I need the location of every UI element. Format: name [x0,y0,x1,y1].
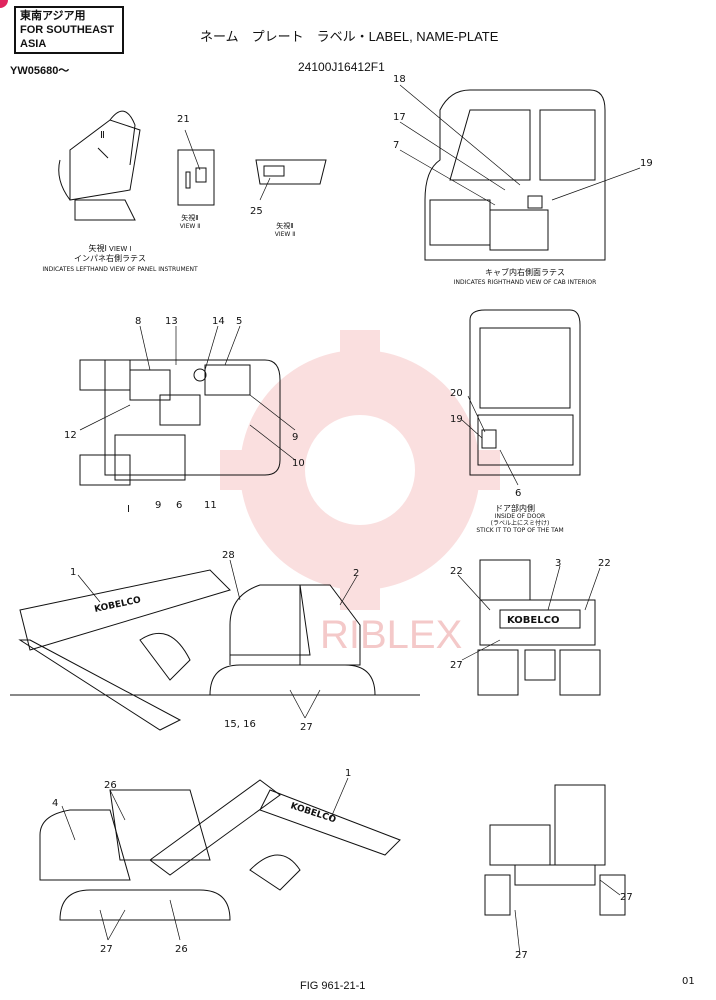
door-caption-jp: ドア部内側 [495,504,535,513]
top-plan-view [79,359,281,486]
side-kobelco-label: KOBELCO [94,595,143,615]
view2b-en: VIEW Ⅱ [274,231,296,238]
view1-en: VIEW Ⅰ [109,245,132,253]
region-box: 東南アジア用 FOR SOUTHEAST ASIA [14,6,124,54]
callout-27e: 27 [515,950,528,961]
corner-marker [0,0,8,8]
callout-5: 5 [236,316,242,327]
callout-20: 19 [450,414,463,425]
callout-9a: 9 [292,432,298,443]
callout-19: 19 [640,158,653,169]
callout-13: 13 [165,316,178,327]
page-title: ネーム プレート ラベル・LABEL, NAME-PLATE [200,29,499,44]
view-i-marker: Ⅰ [127,504,130,515]
callout-1b: 1 [345,768,351,779]
callout-8: 8 [135,316,141,327]
callout-17: 17 [393,112,406,123]
panel-caption-en: INDICATES LEFTHAND VIEW OF PANEL INSTRUM… [42,266,198,273]
callout-6a: 6 [176,500,182,511]
cab-caption-jp: キャブ内右側面ラテス [485,268,565,277]
view2a-jp: 矢視Ⅱ [181,214,199,222]
callout-23b: 22 [598,558,611,569]
excavator-side-left [39,779,401,921]
view2-panel-b [255,159,327,185]
view1-jp: 矢視Ⅰ [88,244,107,253]
view2-panel-a [177,149,215,206]
part-number: 24100J16412F1 [298,60,385,74]
excavator-side-right [10,569,420,731]
watermark-gear [220,330,500,610]
callout-23a: 22 [450,566,463,577]
door-interior-view [469,309,581,476]
callout-27d: 27 [620,892,633,903]
region-jp: 東南アジア用 [20,10,86,22]
callout-2: 2 [353,568,359,579]
view2b-caption: 矢視Ⅱ VIEW Ⅱ [265,222,305,238]
callout-7: 7 [393,140,399,151]
seat-view [58,110,141,221]
view-ii-marker: Ⅱ [100,130,105,141]
cab-interior-view [424,89,606,261]
callout-25a: 26 [104,780,117,791]
callout-14: 14 [212,316,225,327]
callout-12: 12 [64,430,77,441]
callout-15-16: 15, 16 [224,719,256,730]
page-number: 01 [682,976,695,987]
view1-caption: 矢視Ⅰ VIEW Ⅰ [40,244,180,254]
excavator-front-view [484,784,626,916]
callout-9b: 9 [155,500,161,511]
door-caption-en2: (ラベル上にスミ付け) [490,520,550,527]
callout-22: 21 [177,114,190,125]
callout-27a: 27 [450,660,463,671]
callout-21: 20 [450,388,463,399]
watermark-text: RIBLEX [320,613,462,657]
door-caption-en3: STICK IT TO TOP OF THE TAM [476,527,564,534]
callout-18: 18 [393,74,406,85]
figure-number: FIG 961-21-1 [300,980,366,992]
rear-kobelco-label: KOBELCO [507,615,559,626]
region-en: FOR SOUTHEAST ASIA [20,24,115,50]
panel-caption-jp: インパネ右側ラテス [74,254,146,263]
callout-26: 25 [250,206,263,217]
callout-11: 11 [204,500,217,511]
callout-28: 28 [222,550,235,561]
view2b-jp: 矢視Ⅱ [276,222,294,230]
callout-27b: 27 [300,722,313,733]
callout-6b: 6 [515,488,521,499]
callout-1a: 1 [70,567,76,578]
side-kobelco-label-left: KOBELCO [289,801,337,825]
callout-27c: 27 [100,944,113,955]
callout-10: 10 [292,458,305,469]
callout-25b: 26 [175,944,188,955]
view2a-en: VIEW Ⅱ [179,223,201,230]
cab-caption-en: INDICATES RIGHTHAND VIEW OF CAB INTERIOR [453,279,597,286]
callout-3: 3 [555,558,561,569]
excavator-rear-view [477,559,601,696]
view2a-caption: 矢視Ⅱ VIEW Ⅱ [170,214,210,230]
callout-numbers: 18 17 7 19 21 25 8 13 14 5 12 9 10 9 6 1… [52,74,653,961]
leader-lines [61,84,641,956]
callout-4: 4 [52,798,58,809]
door-caption-en1: INSIDE OF DOOR [494,513,546,520]
serial-range: YW05680～ [10,65,70,77]
